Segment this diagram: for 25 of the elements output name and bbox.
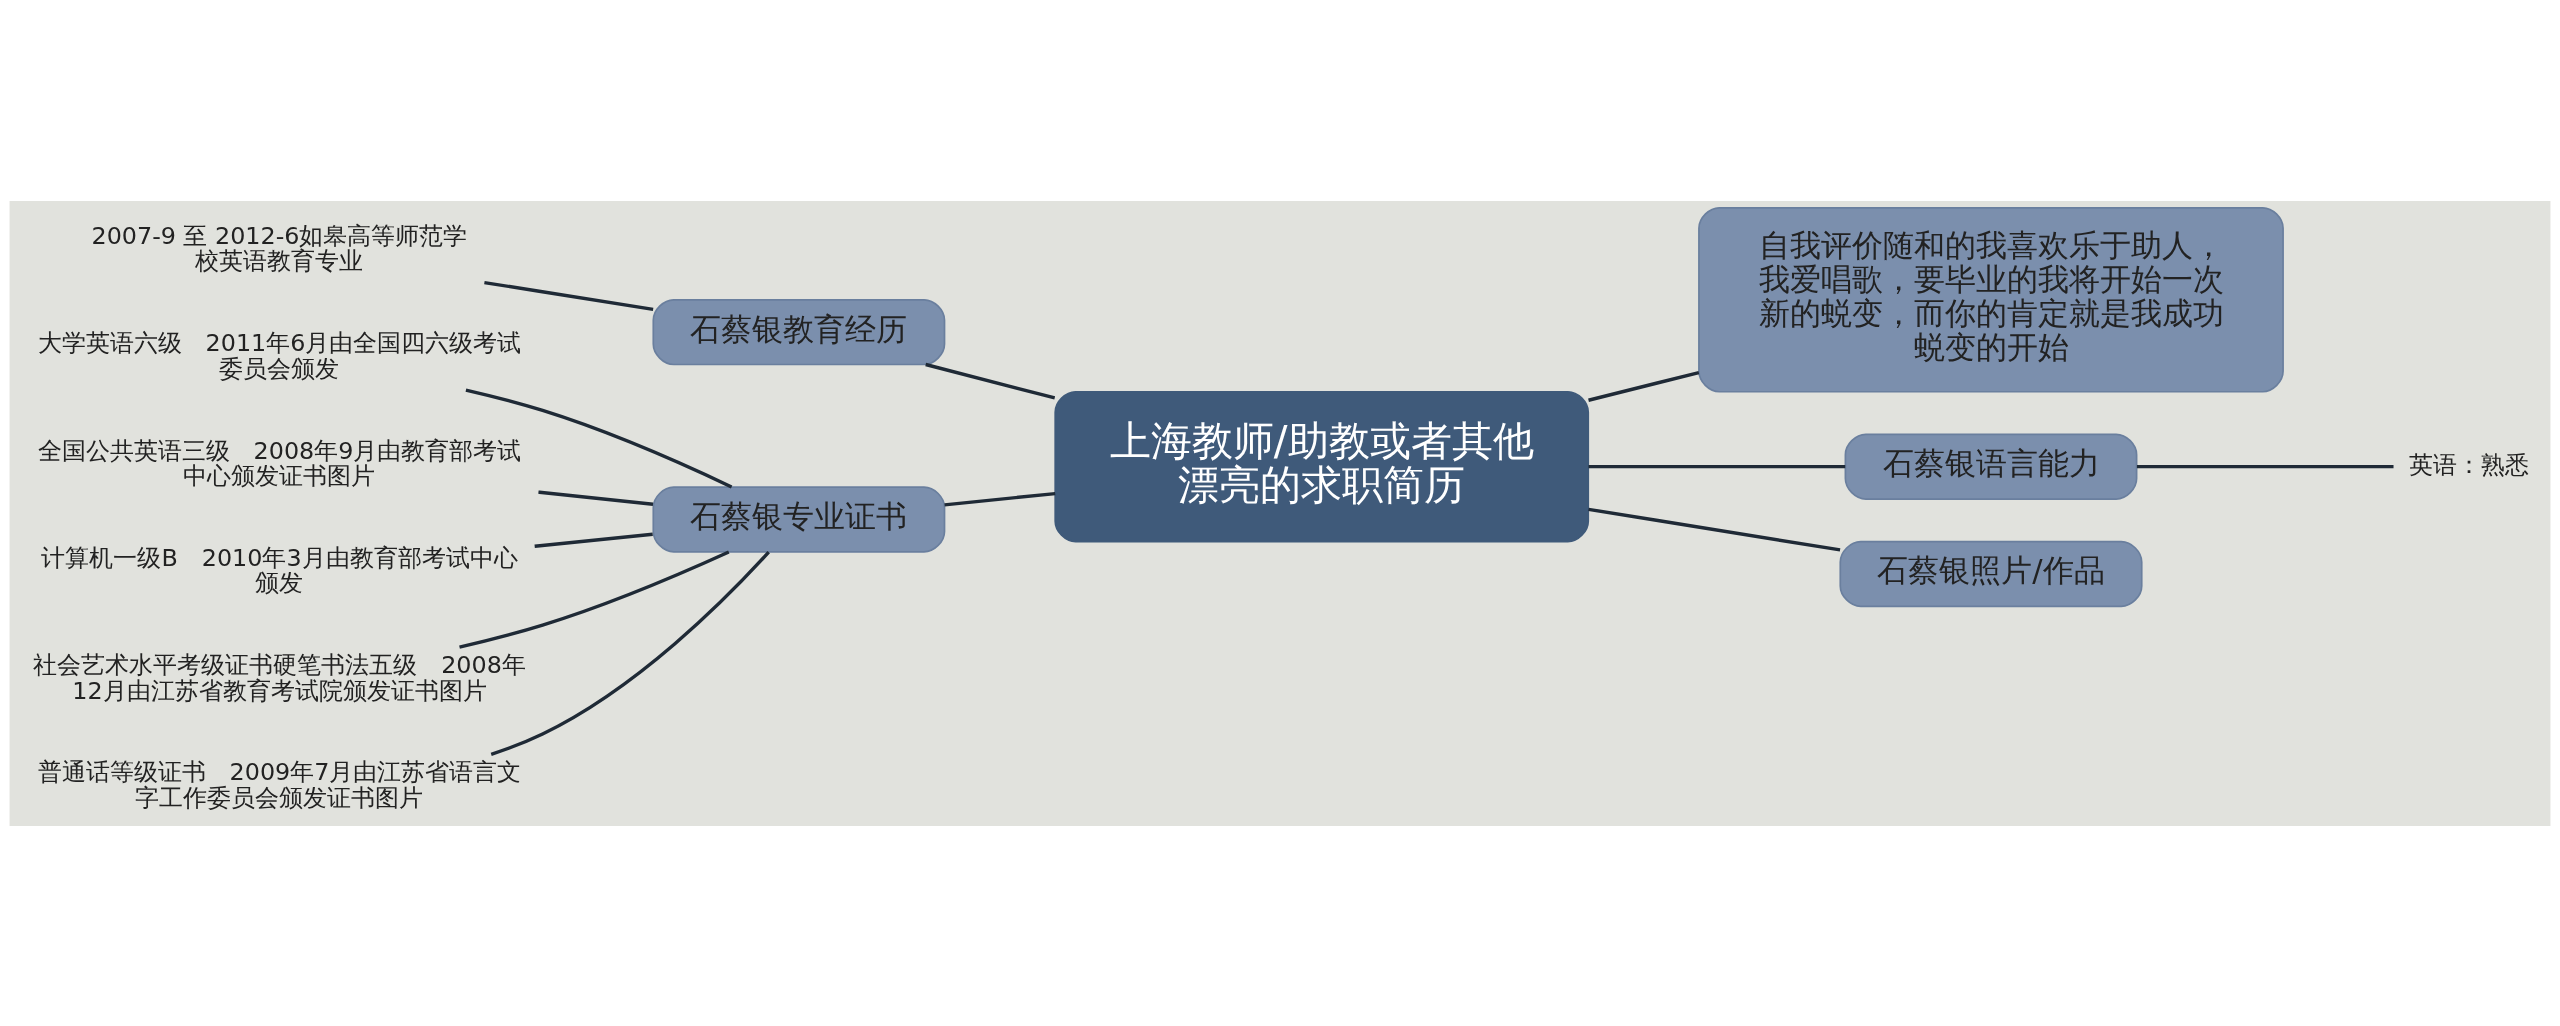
connector (1588, 370, 1700, 402)
node-box: 石蔡银教育经历 (652, 298, 946, 365)
connector (538, 489, 654, 506)
node-text: 计算机一级B 2010年3月由教育部考试中心颁发 (41, 543, 518, 597)
connector (534, 532, 653, 548)
connector (1588, 507, 1841, 552)
node-text: 大学英语六级 2011年6月由全国四六级考试委员会颁发 (37, 328, 522, 383)
node-text: 英语：熟悉 (2408, 450, 2529, 479)
node-box: 自我评价随和的我喜欢乐于助人，我爱唱歌，要毕业的我将开始一次新的蜕变，而你的肯定就是我成功蜕变的开始 (1698, 206, 2284, 393)
connector (490, 550, 770, 756)
connector (1588, 464, 1846, 468)
node-box: 石蔡银专业证书 (652, 485, 946, 553)
node-text: 2007-9 至 2012-6如皋高等师范学校英语教育专业 (91, 221, 468, 275)
connector (925, 362, 1056, 400)
connector (2136, 464, 2394, 468)
connector (459, 549, 730, 649)
node-text: 普通话等级证书 2009年7月由江苏省语言文字工作委员会颁发证书图片 (37, 757, 522, 812)
node-text: 全国公共英语三级 2008年9月由教育部考试中心颁发证书图片 (37, 435, 522, 490)
connector (484, 280, 654, 311)
node-box: 石蔡银照片/作品 (1839, 540, 2143, 607)
connector (465, 387, 733, 488)
node-box: 上海教师/助教或者其他漂亮的求职简历 (1054, 390, 1590, 542)
node-box: 石蔡银语言能力 (1844, 432, 2138, 500)
node-text: 社会艺术水平考级证书硬笔书法五级 2008年12月由江苏省教育考试院颁发证书图片 (33, 650, 526, 705)
connector (944, 491, 1056, 507)
